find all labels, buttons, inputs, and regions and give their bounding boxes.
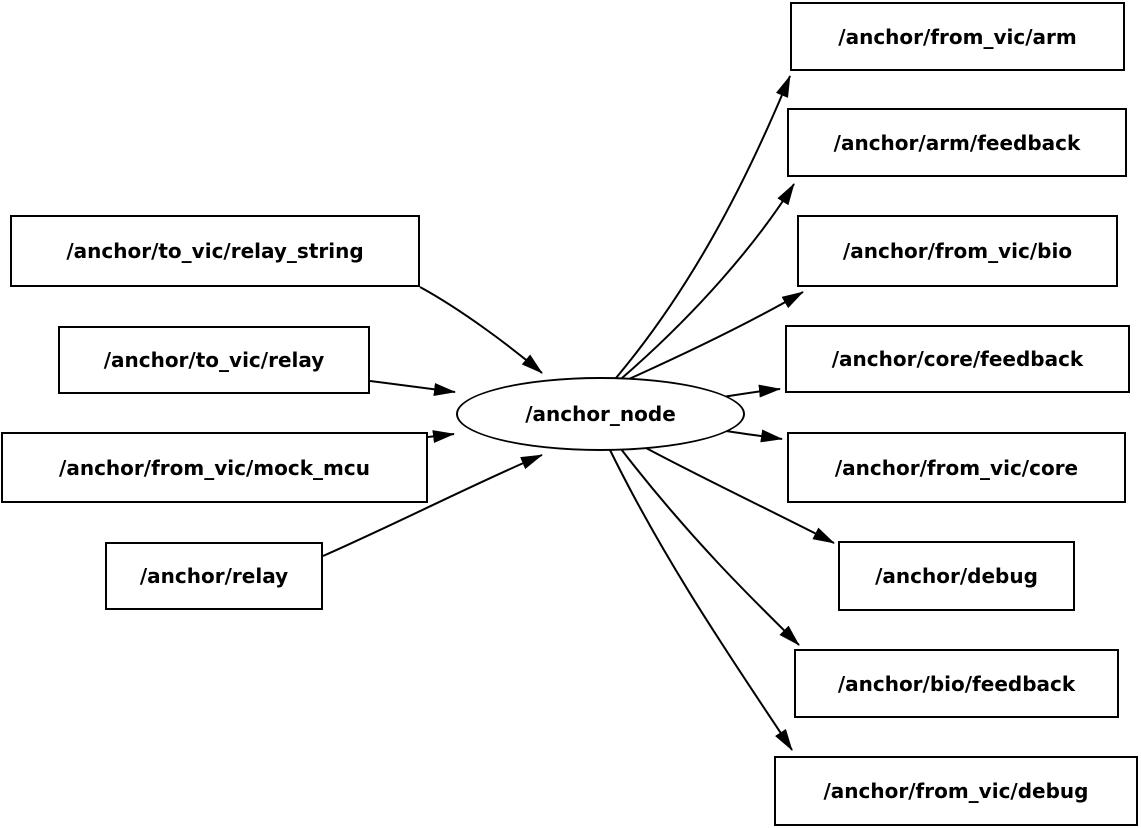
edge-to-vic-relay-to-anchor-node [369,380,456,396]
edge-anchor-node-to-from-vic-core [725,429,783,443]
topic-node-anchor-to-vic-relay-string: /anchor/to_vic/relay_string [10,215,420,287]
topic-node-anchor-arm-feedback: /anchor/arm/feedback [787,108,1127,177]
topic-node-anchor-from-vic-arm: /anchor/from_vic/arm [790,2,1125,71]
topic-node-anchor-from-vic-core: /anchor/from_vic/core [787,432,1126,503]
edge-from-vic-mock-mcu-to-anchor-node [427,430,455,444]
topic-node-anchor-from-vic-bio: /anchor/from_vic/bio [797,215,1118,287]
edge-relay-to-anchor-node [322,454,543,557]
node-anchor-node: /anchor_node [456,377,745,451]
edge-anchor-node-to-core-feedback [722,384,781,398]
topic-node-anchor-relay: /anchor/relay [105,542,323,610]
edge-anchor-node-to-bio-feedback [620,448,800,646]
edge-anchor-node-to-arm-feedback [621,183,795,379]
edge-anchor-node-to-from-vic-arm [615,75,791,379]
topic-node-anchor-debug: /anchor/debug [838,541,1075,611]
edge-anchor-node-to-from-vic-bio [628,291,804,380]
edge-anchor-node-to-debug [645,447,835,544]
edge-anchor-node-to-from-vic-debug [609,449,793,751]
topic-node-anchor-to-vic-relay: /anchor/to_vic/relay [58,326,370,394]
topic-node-anchor-core-feedback: /anchor/core/feedback [785,325,1130,393]
topic-node-anchor-from-vic-debug: /anchor/from_vic/debug [774,756,1138,826]
edge-to-vic-relay-string-to-anchor-node [419,286,543,374]
topic-node-anchor-from-vic-mock-mcu: /anchor/from_vic/mock_mcu [1,432,428,503]
topic-node-anchor-bio-feedback: /anchor/bio/feedback [794,649,1119,718]
